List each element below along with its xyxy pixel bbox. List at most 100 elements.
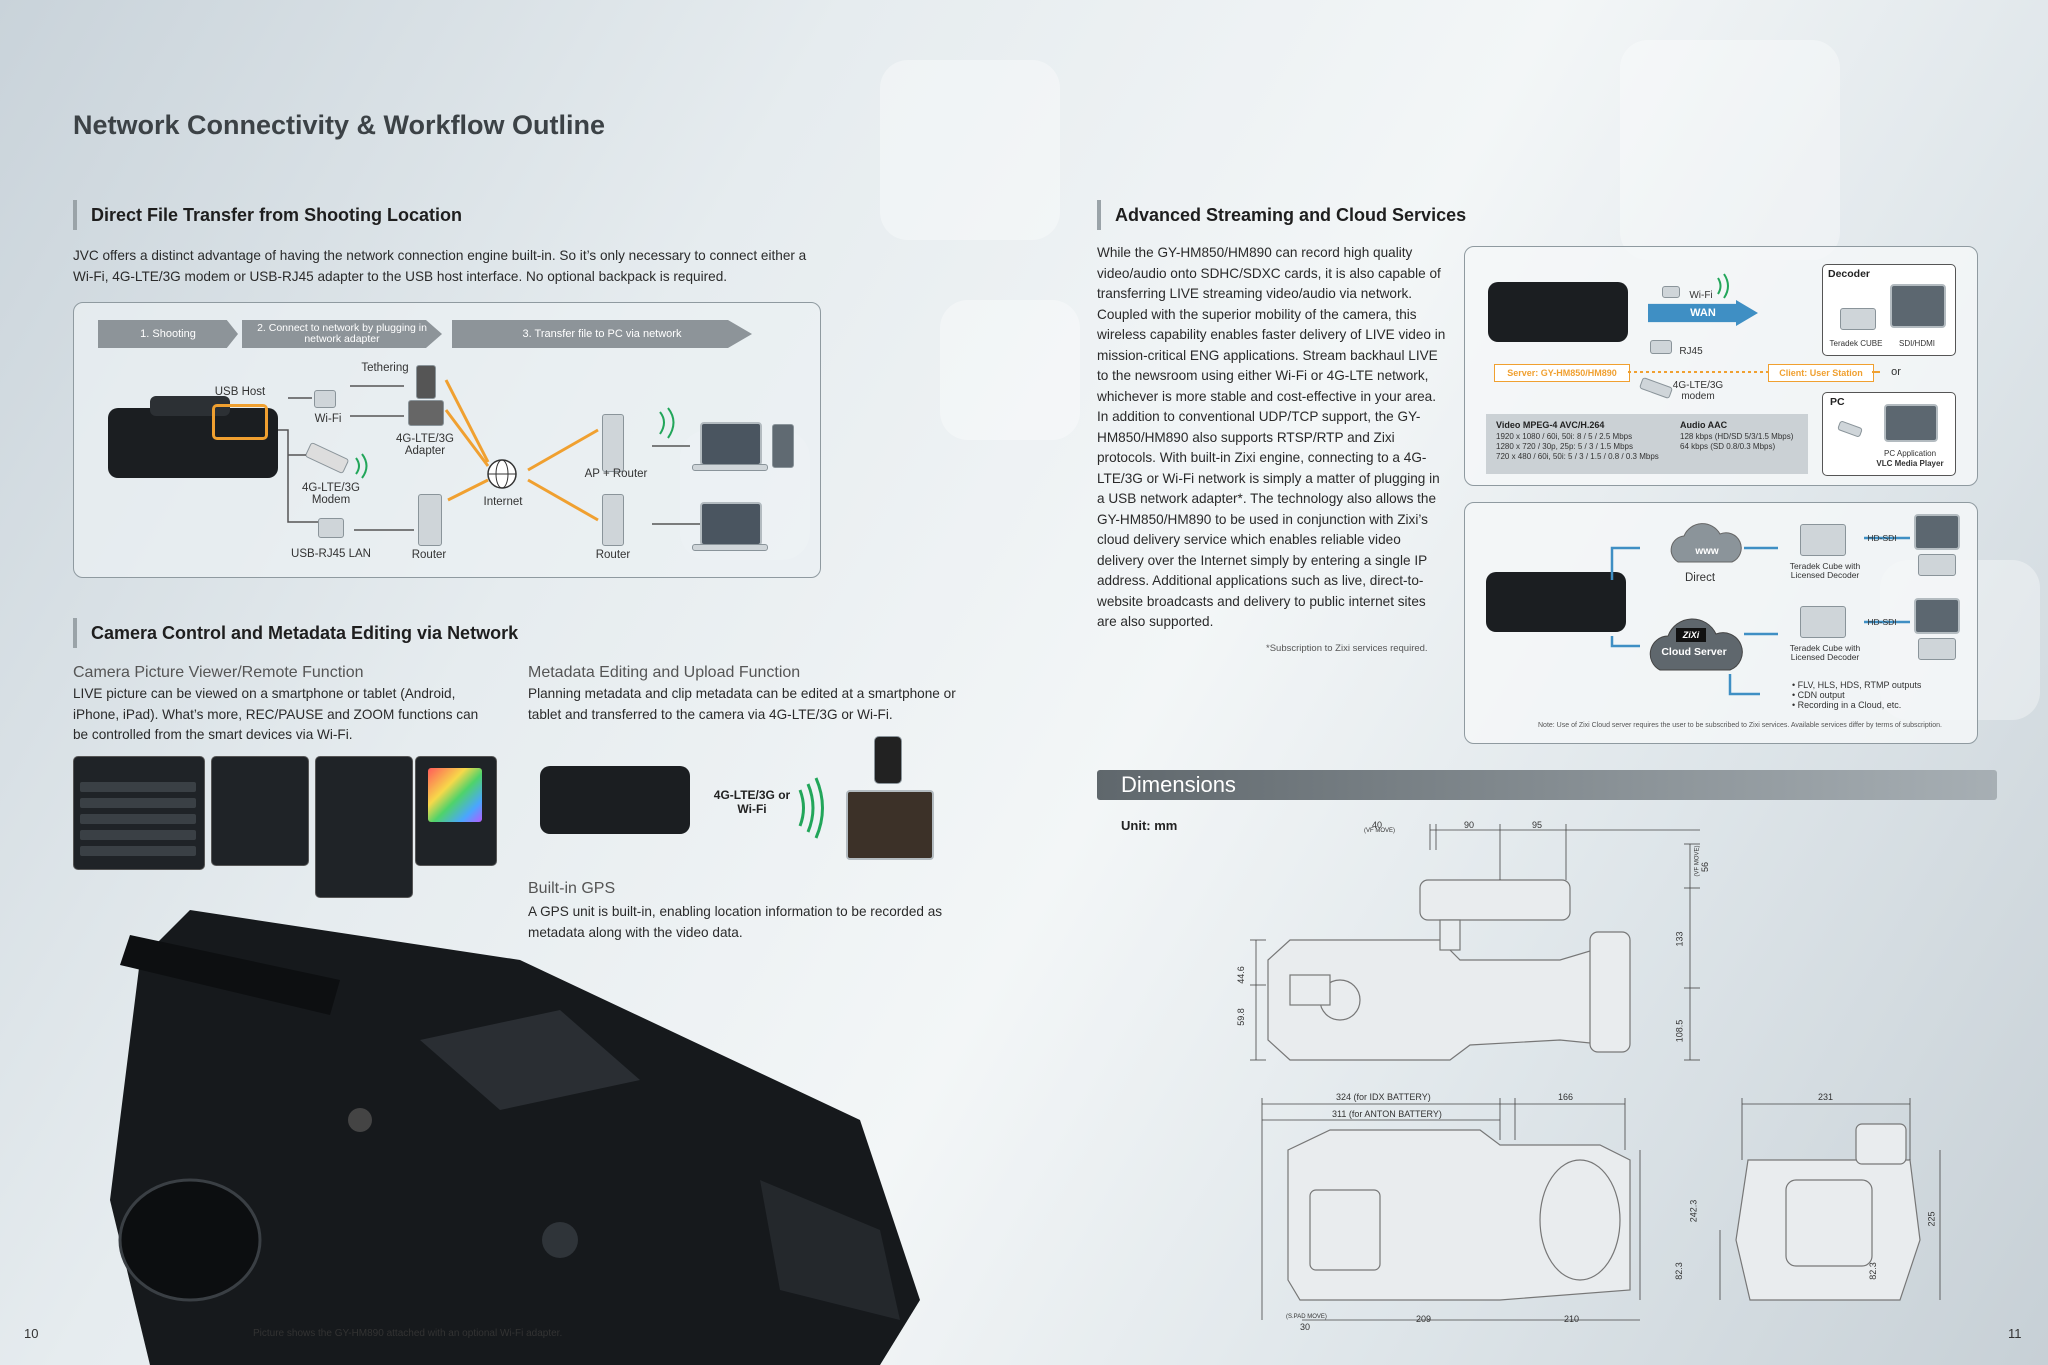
tablet-icon-2	[846, 790, 934, 860]
step-3: 3. Transfer file to PC via network	[452, 320, 752, 348]
rack-icon	[1918, 554, 1956, 576]
step-1: 1. Shooting	[98, 320, 238, 348]
page-number-left: 10	[24, 1326, 39, 1341]
dim-95: 95	[1532, 820, 1543, 830]
bullet-3: • Recording in a Cloud, etc.	[1792, 700, 1902, 710]
www-label: www	[1695, 546, 1719, 557]
menu-row	[80, 782, 196, 792]
dim-166: 166	[1558, 1092, 1574, 1102]
bg-block	[1620, 40, 1840, 260]
dim-40-note: (VF MOVE)	[1364, 828, 1395, 834]
tablet-icon	[772, 424, 794, 468]
wifi-dongle-icon	[314, 390, 336, 408]
bullet-1: • FLV, HLS, HDS, RTMP outputs	[1792, 680, 1922, 690]
router-icon	[418, 494, 442, 546]
rj45-icon	[1650, 340, 1672, 354]
wan-arrow: WAN	[1648, 300, 1758, 326]
modem-label-2: 4G-LTE/3G modem	[1672, 380, 1724, 402]
video-line-1: 1920 x 1080 / 60i, 50i: 8 / 5 / 2.5 Mbps	[1496, 432, 1633, 441]
pc-label: PC	[1830, 396, 1845, 408]
audio-line-1: 128 kbps (HD/SD 5/3/1.5 Mbps)	[1680, 432, 1794, 441]
page-number-right: 11	[2008, 1326, 2022, 1341]
dim-225: 225	[1926, 1211, 1937, 1227]
decoder-label: Decoder	[1828, 268, 1871, 280]
teradek-icon-2	[1800, 524, 1846, 556]
meta-title: Metadata Editing and Upload Function	[528, 664, 801, 681]
teradek-label-2: Teradek Cube with Licensed Decoder	[1789, 561, 1861, 580]
dim-209: 209	[1416, 1314, 1432, 1324]
wifi-label: Wi-Fi	[314, 413, 342, 425]
adapter-icon	[408, 400, 444, 426]
monitor-icon-3	[1914, 598, 1960, 634]
adapter-label: 4G-LTE/3G Adapter	[396, 433, 454, 457]
menu-row	[80, 814, 196, 824]
camera-image	[108, 408, 278, 478]
direct-heading: Direct File Transfer from Shooting Locat…	[73, 200, 462, 230]
sdi-label: SDI/HDMI	[1899, 339, 1935, 348]
bg-block	[940, 300, 1080, 440]
laptop-base-icon	[692, 464, 768, 471]
ap-router-icon	[602, 414, 624, 472]
page-title: Network Connectivity & Workflow Outline	[73, 110, 606, 140]
dim-242: 242.3	[1688, 1199, 1699, 1223]
camera-image-4	[1486, 572, 1626, 632]
dim-210: 210	[1564, 1314, 1580, 1324]
color-picker	[428, 768, 482, 822]
ap-router-label: AP + Router	[584, 468, 648, 480]
cloud-note: Note: Use of Zixi Cloud server requires …	[1538, 722, 1942, 729]
hdsdi-label-2: HD-SDI	[1867, 617, 1897, 627]
video-line-3: 720 x 480 / 60i, 50i: 5 / 3 / 1.5 / 0.8 …	[1496, 452, 1659, 461]
spec-box	[1486, 414, 1808, 474]
usb-lan-label: USB-RJ45 LAN	[291, 548, 371, 560]
app-screenshot-2	[211, 756, 309, 866]
router-label-1: Router	[411, 549, 447, 561]
wifi-dongle-icon-2	[1662, 286, 1680, 298]
camera-handle	[150, 396, 230, 416]
video-line-2: 1280 x 720 / 30p, 25p: 5 / 3 / 1.5 Mbps	[1496, 442, 1633, 451]
dim-324: 324 (for IDX BATTERY)	[1336, 1092, 1431, 1102]
cloud-server-label: Cloud Server	[1661, 646, 1727, 658]
link-label: 4G-LTE/3G or Wi-Fi	[713, 788, 791, 816]
app-screenshot-3	[315, 756, 413, 898]
bullet-2: • CDN output	[1792, 690, 1845, 700]
viewer-title: Camera Picture Viewer/Remote Function	[73, 664, 364, 681]
laptop-icon-2	[700, 502, 762, 546]
viewer-body: LIVE picture can be viewed on a smartpho…	[73, 686, 479, 742]
laptop-icon-3	[1884, 404, 1938, 442]
laptop-icon	[700, 422, 762, 466]
dim-30: 30	[1300, 1322, 1311, 1332]
rj45-label: RJ45	[1679, 346, 1703, 357]
direct-intro: JVC offers a distinct advantage of havin…	[73, 248, 807, 284]
modem-label: 4G-LTE/3G Modem	[302, 482, 360, 506]
camctrl-heading: Camera Control and Metadata Editing via …	[73, 618, 518, 648]
zixi-logo: ZiXi	[1676, 628, 1706, 642]
monitor-icon-2	[1914, 514, 1960, 550]
gps-title: Built-in GPS	[528, 880, 616, 897]
tethering-label: Tethering	[361, 362, 409, 374]
video-title: Video MPEG-4 AVC/H.264	[1496, 420, 1605, 430]
camera-image-3	[1488, 282, 1628, 342]
laptop-base-icon-2	[692, 544, 768, 551]
menu-row	[80, 830, 196, 840]
dim-231: 231	[1818, 1092, 1834, 1102]
dimensions-bar: Dimensions	[1097, 770, 1997, 800]
rack-icon-2	[1918, 638, 1956, 660]
hdsdi-label-1: HD-SDI	[1867, 533, 1897, 543]
direct-label: Direct	[1684, 572, 1716, 584]
menu-row	[80, 798, 196, 808]
bg-block	[880, 60, 1060, 240]
photo-caption: Picture shows the GY-HM890 attached with…	[253, 1328, 563, 1339]
teradek-icon	[1840, 308, 1876, 330]
smartphone-icon	[416, 365, 436, 399]
internet-label: Internet	[483, 496, 523, 508]
camera-image-2	[540, 766, 690, 834]
streaming-body: While the GY-HM850/HM890 can record high…	[1097, 245, 1446, 629]
meta-body: Planning metadata and clip metadata can …	[528, 686, 956, 722]
dim-40: 40	[1372, 820, 1383, 830]
